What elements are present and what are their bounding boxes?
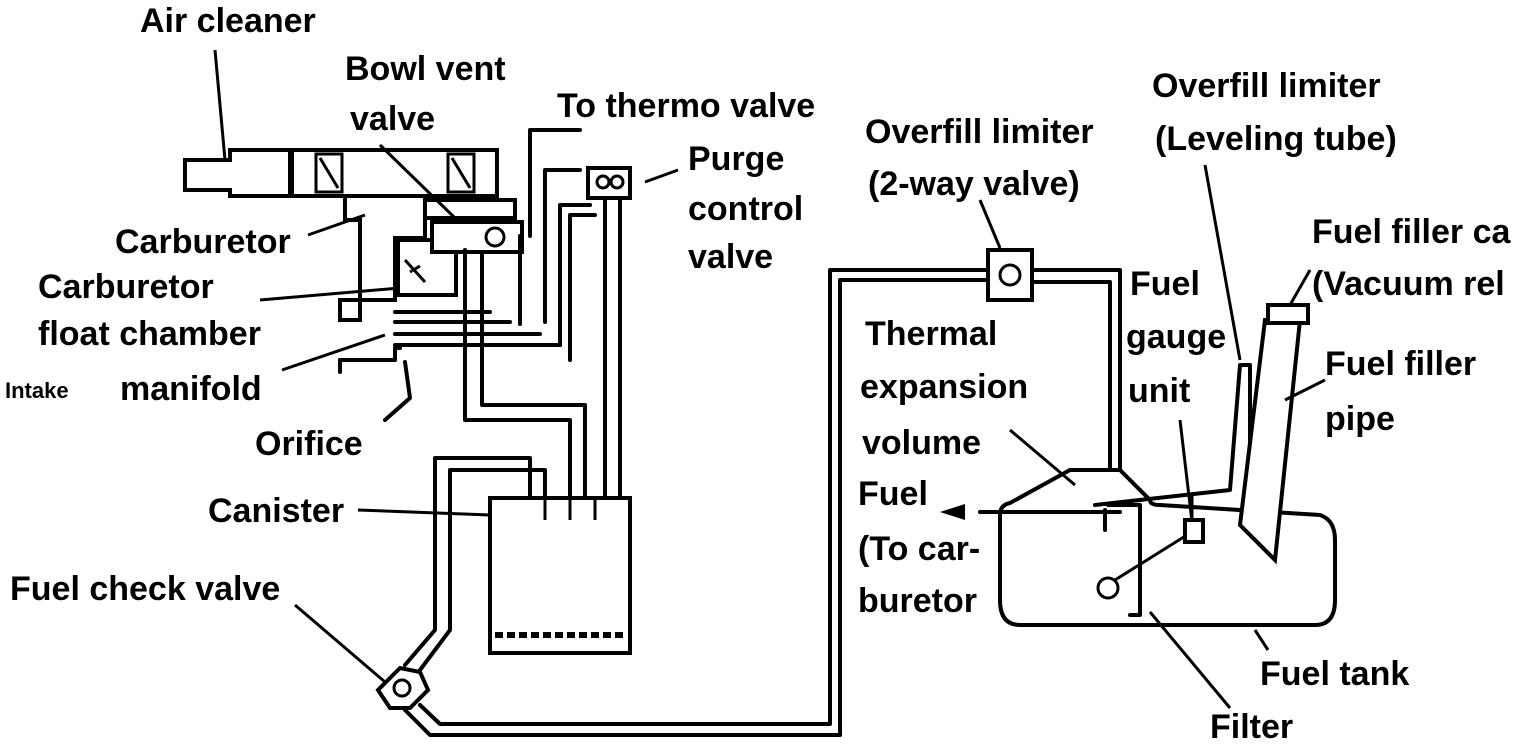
label-overfill-limiter-leveling: Overfill limiter (1152, 67, 1381, 105)
label-intake: Intake (5, 378, 69, 403)
leader-lines (213, 49, 1326, 709)
label-carburetor: Carburetor (115, 223, 291, 261)
label-thermal-expansion-volume: Thermal (865, 315, 997, 353)
label-purge-control-valve-3: valve (688, 238, 773, 276)
label-to-thermo-valve: To thermo valve (557, 87, 815, 125)
label-fuel-filler-cap: Fuel filler ca (1312, 213, 1511, 251)
label-thermal-expansion-volume-3: volume (862, 424, 981, 462)
label-bowl-vent-valve: Bowl vent (345, 50, 506, 88)
label-carburetor-float-chamber: Carburetor (38, 268, 214, 306)
label-fuel-filler-pipe-2: pipe (1325, 400, 1395, 438)
label-bowl-vent-valve-2: valve (350, 100, 435, 138)
label-canister: Canister (208, 492, 344, 530)
label-orifice: Orifice (255, 425, 363, 463)
label-carburetor-float-chamber-2: float chamber (38, 315, 261, 353)
carburetor-body (338, 194, 524, 322)
label-thermal-expansion-volume-2: expansion (860, 368, 1028, 406)
label-fuel-to-carburetor-2: (To car- (858, 530, 980, 568)
label-fuel-filler-cap-2: (Vacuum rel (1312, 265, 1505, 303)
label-manifold: manifold (120, 370, 262, 408)
label-fuel-filler-pipe: Fuel filler (1325, 345, 1476, 383)
label-purge-control-valve-2: control (688, 190, 803, 228)
label-overfill-limiter-leveling-2: (Leveling tube) (1155, 120, 1397, 158)
label-fuel-to-carburetor: Fuel (858, 475, 928, 513)
label-fuel-gauge-unit: Fuel (1130, 265, 1200, 303)
air-cleaner-assembly (183, 148, 499, 198)
label-air-cleaner: Air cleaner (140, 2, 316, 40)
label-filter: Filter (1210, 708, 1293, 746)
vapor-lines (463, 128, 632, 502)
label-fuel-check-valve: Fuel check valve (10, 570, 280, 608)
label-purge-control-valve: Purge (688, 140, 784, 178)
labels: Air cleaner Bowl vent valve To thermo va… (5, 2, 1511, 746)
label-overfill-limiter-2way: Overfill limiter (865, 113, 1094, 151)
intake-manifold (338, 310, 562, 422)
fuel-check-valve-line (375, 248, 1122, 737)
label-fuel-to-carburetor-3: buretor (858, 582, 977, 620)
label-overfill-limiter-2way-2: (2-way valve) (868, 165, 1080, 203)
fuel-outlet (940, 504, 1122, 520)
label-fuel-tank: Fuel tank (1260, 655, 1409, 693)
canister (488, 496, 632, 655)
label-fuel-gauge-unit-3: unit (1128, 372, 1190, 410)
label-fuel-gauge-unit-2: gauge (1126, 318, 1226, 356)
fuel-tank (998, 303, 1337, 627)
